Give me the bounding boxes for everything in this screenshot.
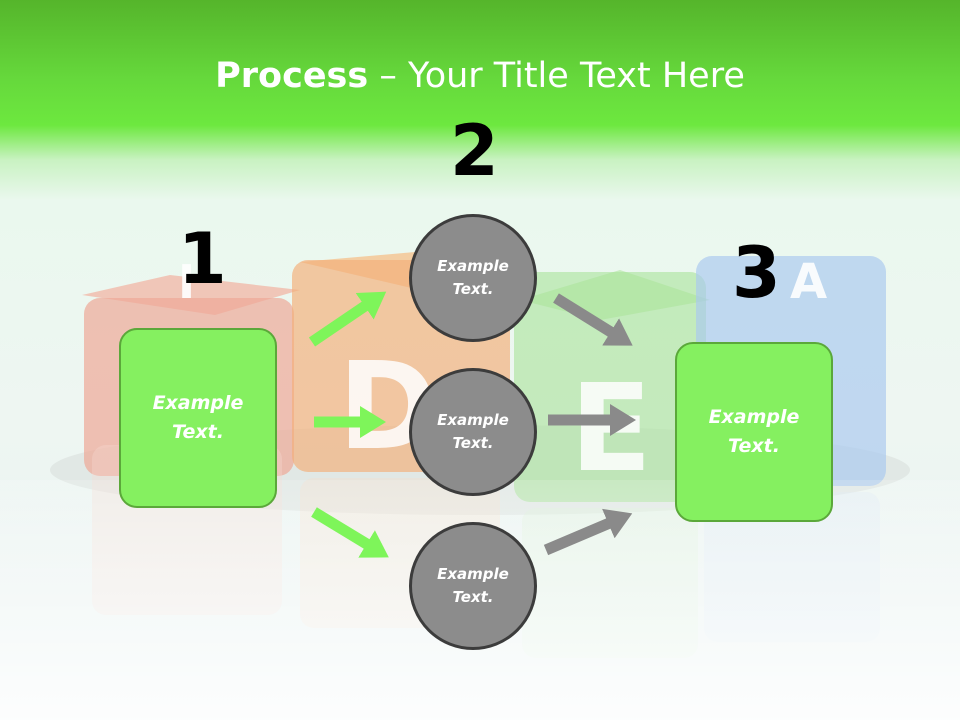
step-1-text-line-2: Text. (172, 421, 224, 443)
slide-title: Process – Your Title Text Here (0, 56, 960, 96)
arrow-green-up (308, 291, 387, 347)
step-number-1: 1 (178, 218, 227, 300)
circle-middle-line-1: Example (437, 411, 509, 429)
die-letter-a: A (790, 254, 827, 310)
step-2-circle-middle: Example Text. (409, 368, 537, 496)
title-bold: Process (215, 56, 369, 96)
step-2-circle-top: Example Text. (409, 214, 537, 342)
step-3-text-line-1: Example (708, 406, 800, 428)
step-1-text-line-1: Example (152, 392, 244, 414)
circle-middle-line-2: Text. (452, 434, 494, 452)
arrow-gray-up (543, 508, 633, 556)
step-3-box: Example Text. (675, 342, 833, 522)
title-rest: – Your Title Text Here (368, 56, 745, 96)
circle-top-line-2: Text. (452, 280, 494, 298)
step-1-box: Example Text. (119, 328, 277, 508)
arrow-gray-down (553, 293, 633, 346)
die-letter-i: I (178, 255, 195, 309)
circle-top-line-1: Example (437, 257, 509, 275)
step-number-2: 2 (450, 110, 499, 192)
circle-bottom-line-2: Text. (452, 588, 494, 606)
circle-bottom-line-1: Example (437, 565, 509, 583)
step-3-text-line-2: Text. (728, 435, 780, 457)
step-2-circle-bottom: Example Text. (409, 522, 537, 650)
step-number-3: 3 (732, 232, 781, 314)
arrow-green-down (311, 507, 389, 558)
